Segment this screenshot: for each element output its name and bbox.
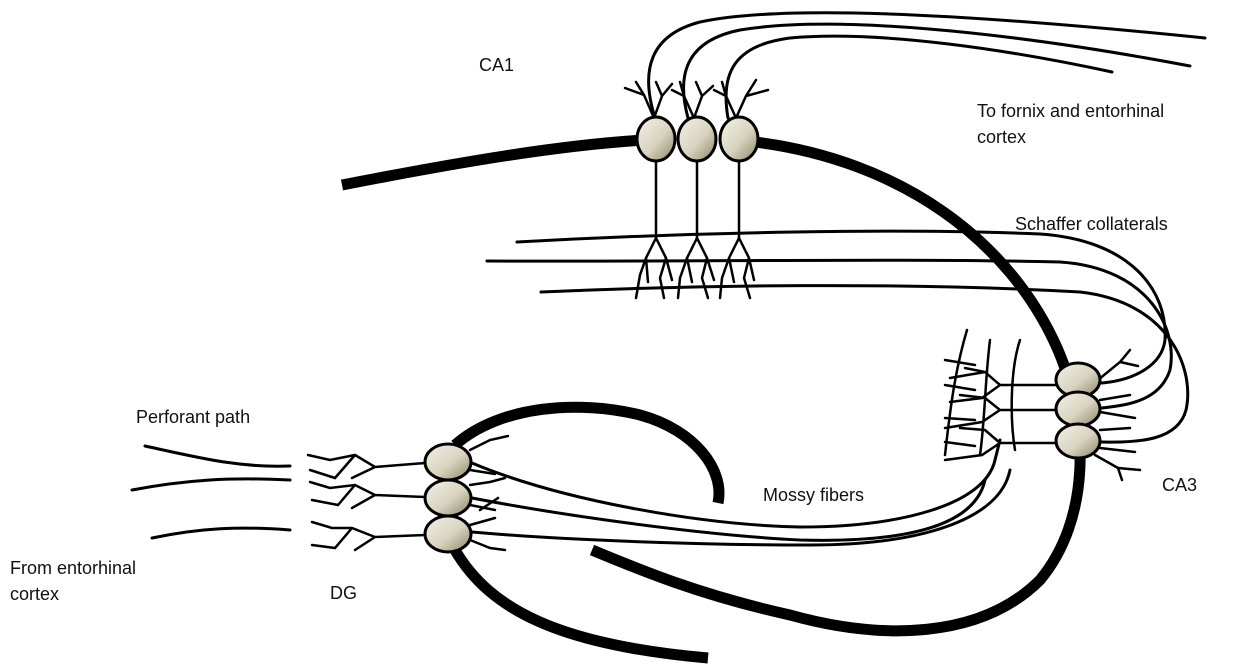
perforant-path-3 [152, 528, 290, 538]
dg-lower-blade [455, 550, 708, 658]
mossy-fiber-1 [472, 440, 1000, 527]
from-entorhinal-label: From entorhinal cortex [10, 555, 136, 607]
ca3-right-dendrites [1095, 350, 1140, 480]
ca3-label: CA3 [1162, 472, 1197, 498]
perforant-path-1 [145, 446, 290, 466]
from-entorhinal-line-1: From entorhinal [10, 555, 136, 581]
dg-label: DG [330, 580, 357, 606]
dg-upper-blade [455, 407, 719, 503]
perforant-path-2 [132, 479, 290, 490]
ca1-pyramidal-layer [342, 140, 645, 185]
ca3-pyramidal-cells [1056, 363, 1100, 458]
ca1-apical-dendrites [625, 80, 768, 118]
dg-granule-cells [425, 444, 471, 552]
mossy-fiber-3 [472, 470, 1010, 545]
from-entorhinal-line-2: cortex [10, 581, 136, 607]
dg-dendrites [308, 455, 425, 550]
ca1-pyramidal-cells [637, 117, 758, 161]
schaffer-collaterals-label: Schaffer collaterals [1015, 211, 1168, 237]
to-fornix-line-1: To fornix and entorhinal [977, 98, 1164, 124]
ca1-basal-processes [636, 160, 754, 298]
ca1-label: CA1 [479, 52, 514, 78]
perforant-path-label: Perforant path [136, 404, 250, 430]
mossy-fibers-label: Mossy fibers [763, 482, 864, 508]
ca1-ca3-pyramidal-layer [592, 142, 1080, 631]
ca3-dendrites [945, 330, 1058, 460]
to-fornix-label: To fornix and entorhinal cortex [977, 98, 1164, 150]
to-fornix-line-2: cortex [977, 124, 1164, 150]
